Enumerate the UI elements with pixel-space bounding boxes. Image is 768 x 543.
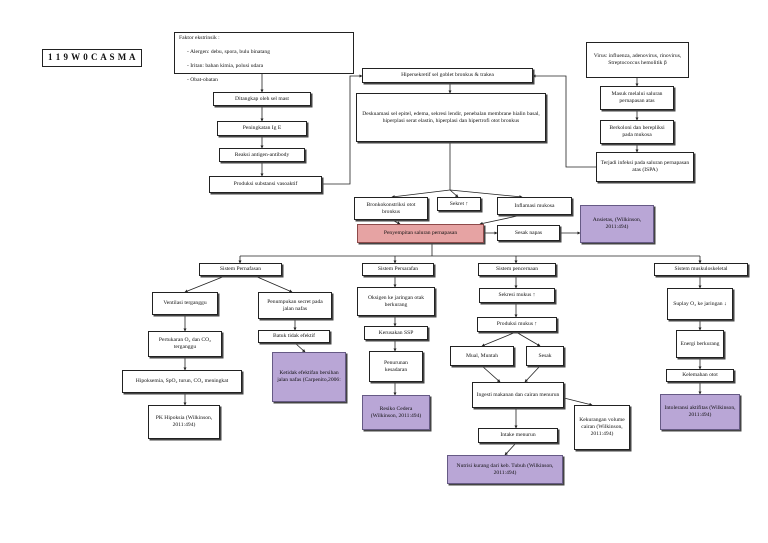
extrinsic-factors-box: Faktor ekstrinsik : Alergen: debu, spora… [174, 32, 354, 83]
factors-list: Alergen: debu, spora, bulu binatang Irit… [179, 42, 270, 91]
ispa-box: Terjadi infeksi pada saluran pernapasan … [596, 152, 694, 182]
fluid-volume-diagnosis-box: Kekurangan volume cairan (Wilkinson, 201… [574, 405, 630, 450]
dyspnea-box: Sesak napas [497, 225, 560, 241]
upper-airway-entry-box: Masuk melalui saluran pernapasan atas [600, 86, 674, 110]
musculoskeletal-system-label: Sistem muskuloskeletal [654, 263, 748, 276]
factor-item: Alergen: debu, spora, bulu binatang [187, 49, 270, 56]
pk-hypoxia-box: PK Hipoksia (Wilkinson, 2011:494) [148, 405, 220, 439]
colonization-box: Berkoloni dan berepliksi pada mukosa [600, 120, 674, 144]
ventilation-box: Ventilasi terganggu [152, 292, 218, 315]
mast-cell-box: Ditangkap oleh sel mast [213, 92, 311, 106]
anxiety-diagnosis-box: Ansietas, (Wilkinson, 2011:494) [580, 205, 654, 243]
activity-intolerance-diagnosis-box: Intoleransi aktifitas (Wilkinson, 2011:4… [660, 394, 740, 430]
goblet-hypersecretion-box: Hipersekretif sel goblet bronkus & trake… [362, 68, 533, 83]
factor-item: Obat-obatan [187, 77, 270, 84]
airway-clearance-diagnosis-box: Ketidak efektifan bersihan jalan nafas (… [272, 352, 346, 402]
secret-increase-box: Sekret ↑ [437, 197, 481, 211]
ige-increase-box: Peningkatan Ig E [217, 121, 307, 136]
injury-risk-diagnosis-box: Resiko Cedera (Wilkinson, 2011:494) [362, 395, 430, 430]
food-intake-box: Ingesti makanan dan cairan menurun [472, 382, 564, 408]
neuro-system-label: Sistem Persarafan [362, 263, 434, 276]
mucus-production-box: Produksi mukus ↑ [477, 317, 557, 332]
mucosa-inflammation-box: Inflamasi mukosa [497, 197, 572, 215]
brain-oxygen-box: Oksigen ke jaringan otak berkurang [357, 287, 435, 316]
o2-supply-box: Suplay O₂ ke jaringan ↓ [667, 288, 733, 320]
ineffective-cough-box: Batuk tidak efektif [258, 330, 330, 343]
mucus-secretion-box: Sekresi mukus ↑ [479, 288, 555, 303]
nausea-vomiting-box: Mual, Muntah [450, 346, 514, 366]
bronchoconstriction-box: Bronkokonstriksi otot bronkus [354, 197, 428, 220]
antigen-antibody-box: Reaksi antigen-antibody [219, 148, 305, 162]
vasoactive-box: Produksi substansi vasoaktif [209, 176, 322, 193]
diagram-title: 1 1 9 W 0 C A S M A [42, 49, 142, 67]
respiratory-system-label: Sistem Pernafasan [199, 263, 282, 276]
virus-source-box: Virus: influenza, adenovirus, rinovirus,… [586, 42, 689, 78]
factors-heading: Faktor ekstrinsik : [179, 35, 220, 41]
secret-buildup-box: Penumpukan secret pada jalan nafas [258, 292, 332, 319]
gas-exchange-box: Pertukaran O₂ dan CO₂ terganggu [148, 331, 222, 357]
hypoxemia-box: Hipoksemia, SpO₂ turun, CO₂ meningkat [122, 370, 242, 393]
digestive-dyspnea-box: Sesak [526, 346, 564, 366]
energy-box: Energi berkurang [676, 330, 724, 358]
cns-damage-box: Kerusakan SSP [364, 326, 428, 340]
consciousness-box: Penurunan kesadaran [369, 351, 423, 382]
airway-narrowing-box: Penyempitan saluran pernapasan [357, 224, 484, 243]
nutrition-diagnosis-box: Nutrisi kurang dari keb. Tubuh (Wilkinso… [447, 455, 563, 484]
digestive-system-label: Sistem pencernaan [478, 263, 556, 276]
epithelial-damage-box: Deskuamasi sel epitel, edema, sekresi le… [356, 93, 546, 142]
muscle-weakness-box: Kelemahan otot [666, 369, 734, 382]
intake-decrease-box: Intake menurun [478, 428, 558, 443]
factor-item: Iritan: bahan kimia, polusi udara [187, 63, 270, 70]
